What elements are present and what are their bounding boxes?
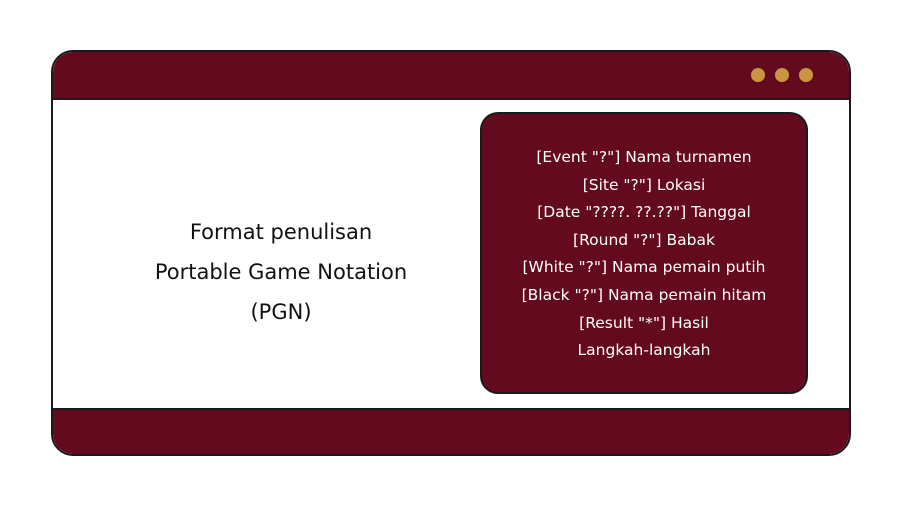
title-bar xyxy=(53,52,849,100)
pgn-line-black: [Black "?"] Nama pemain hitam xyxy=(521,285,767,304)
pgn-format-card: [Event "?"] Nama turnamen [Site "?"] Lok… xyxy=(480,112,808,394)
window-controls xyxy=(751,68,813,82)
dot-icon xyxy=(751,68,765,82)
page-title: Format penulisan Portable Game Notation … xyxy=(101,212,461,332)
pgn-line-white: [White "?"] Nama pemain putih xyxy=(522,258,766,277)
title-line: Format penulisan xyxy=(189,220,373,244)
pgn-line-event: [Event "?"] Nama turnamen xyxy=(536,148,752,166)
dot-icon xyxy=(775,68,789,82)
pgn-line-round: [Round "?"] Babak xyxy=(573,230,715,249)
pgn-line-moves: Langkah-langkah xyxy=(577,341,711,360)
title-line: (PGN) xyxy=(250,300,312,324)
pgn-line-site: [Site "?"] Lokasi xyxy=(582,175,706,194)
window-frame: Format penulisan Portable Game Notation … xyxy=(51,50,851,456)
dot-icon xyxy=(799,68,813,82)
footer-bar xyxy=(53,408,849,454)
pgn-line-date: [Date "????. ??.??"] Tanggal xyxy=(537,203,751,222)
title-line: Portable Game Notation xyxy=(154,260,408,284)
pgn-line-result: [Result "*"] Hasil xyxy=(579,313,709,332)
